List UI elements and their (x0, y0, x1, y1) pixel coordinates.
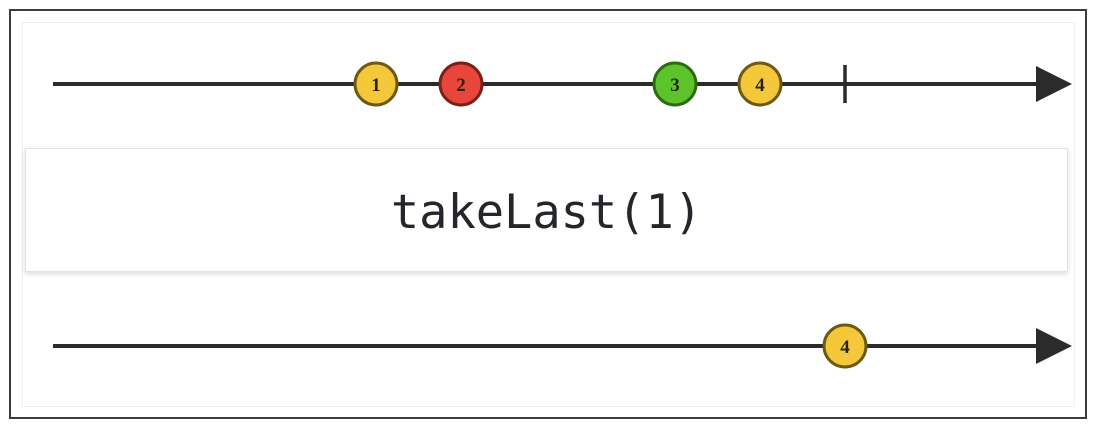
source-marble-circle (353, 61, 399, 107)
operator-box: takeLast(1) (25, 148, 1068, 272)
result-marble-label: 4 (840, 337, 850, 358)
result-marble-4[interactable]: 4 (822, 323, 868, 369)
source-marble-label: 1 (371, 75, 381, 96)
result-timeline-group: 4 (53, 323, 1072, 369)
result-marble-circle (822, 323, 868, 369)
source-marble-3[interactable]: 3 (652, 61, 698, 107)
source-marble-circle (737, 61, 783, 107)
source-marble-label: 2 (456, 75, 466, 96)
source-marble-circle (652, 61, 698, 107)
operator-label: takeLast(1) (390, 184, 703, 240)
source-marble-label: 3 (670, 75, 680, 96)
source-marble-2[interactable]: 2 (438, 61, 484, 107)
source-marbles: 1 2 3 4 (353, 61, 783, 107)
source-timeline-group: 1 2 3 4 (53, 61, 1072, 107)
source-marble-4[interactable]: 4 (737, 61, 783, 107)
source-marble-label: 4 (755, 75, 765, 96)
source-marble-circle (438, 61, 484, 107)
result-marbles: 4 (822, 323, 868, 369)
source-marble-1[interactable]: 1 (353, 61, 399, 107)
